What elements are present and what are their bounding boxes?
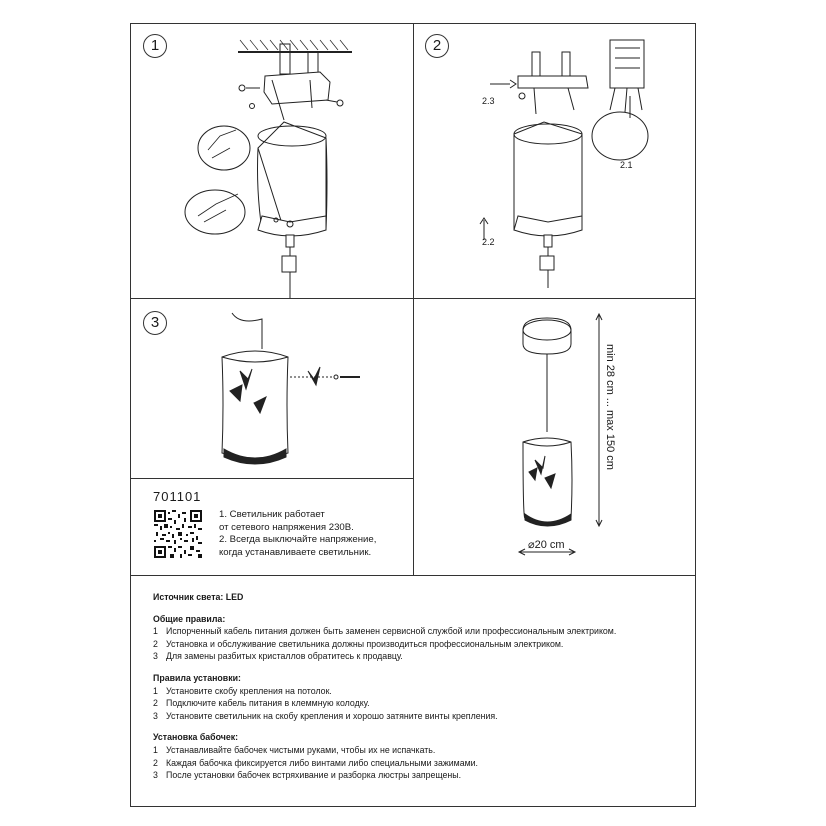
light-source-label: Источник света:: [153, 592, 224, 602]
note-line: когда устанавливаете светильник.: [219, 546, 372, 558]
model-number: 701101: [153, 489, 202, 504]
light-source-value: LED: [223, 592, 244, 602]
note-line: от сетевого напряжения 230В.: [219, 521, 354, 533]
step-3-number: 3: [143, 311, 167, 335]
note-line: 2. Всегда выключайте напряжение,: [219, 534, 377, 546]
step-3-illustration: [221, 312, 360, 465]
install-rules-heading: Правила установки:: [153, 672, 241, 683]
dimension-illustration: [517, 312, 603, 556]
general-rules-heading: Общие правила:: [153, 613, 226, 624]
grid-divider: [413, 23, 414, 575]
note-line: 1. Светильник работает: [219, 509, 325, 520]
step-label-2-2: 2.2: [482, 237, 495, 247]
step-1-number: 1: [143, 34, 167, 58]
step-1-illustration: [184, 39, 352, 298]
grid-divider: [130, 575, 696, 576]
butterfly-install-heading: Установка бабочек:: [153, 732, 239, 743]
grid-divider: [130, 478, 414, 479]
step-2-number: 2: [425, 34, 449, 58]
diameter-label: ⌀20 cm: [528, 539, 565, 551]
safety-notes: 1. Светильник работает от сетевого напря…: [219, 509, 376, 559]
height-label: min 28 cm ... max 150 cm: [604, 344, 616, 470]
step-label-2-3: 2.3: [482, 96, 495, 106]
step-2-illustration: [479, 39, 649, 288]
qr-code: [154, 510, 202, 558]
grid-divider: [130, 298, 696, 299]
step-label-2-1: 2.1: [620, 160, 633, 170]
